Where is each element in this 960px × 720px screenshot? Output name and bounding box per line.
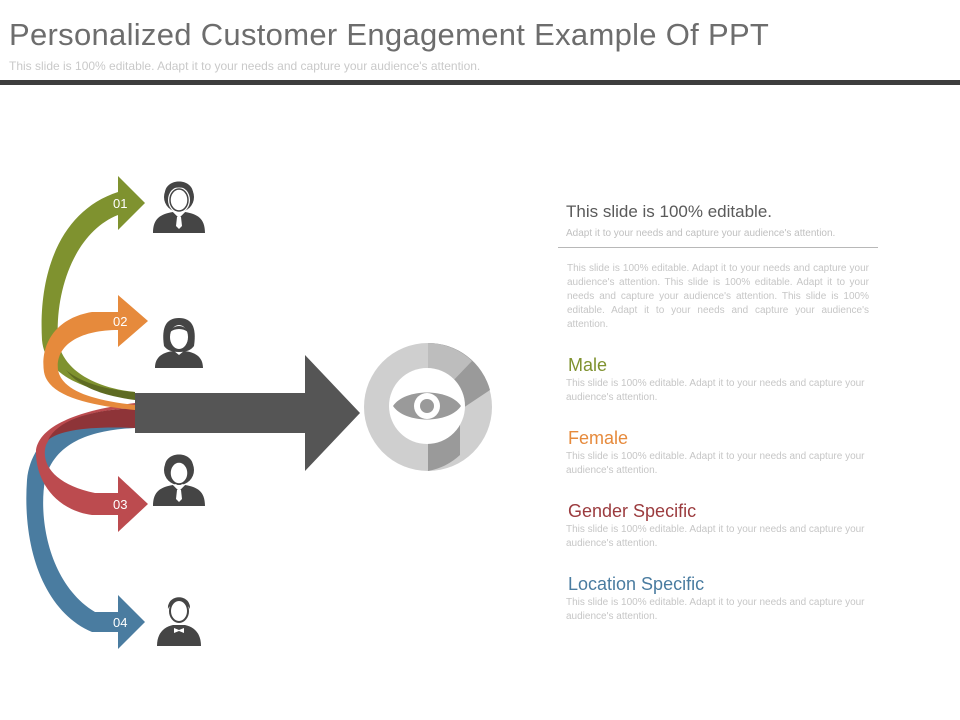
woman-icon (155, 318, 203, 368)
item-text: This slide is 100% editable. Adapt it to… (566, 378, 865, 403)
page-subtitle: This slide is 100% editable. Adapt it to… (9, 59, 481, 73)
curved-arrow-04 (26, 408, 145, 649)
panel-title: This slide is 100% editable. (566, 202, 773, 221)
item-female: Female This slide is 100% editable. Adap… (566, 428, 911, 478)
item-text: This slide is 100% editable. Adapt it to… (566, 524, 865, 549)
page-title: Personalized Customer Engagement Example… (9, 17, 770, 52)
item-gender-specific: Gender Specific This slide is 100% edita… (566, 501, 911, 551)
step-number-03: 03 (113, 497, 127, 512)
target-circle (364, 342, 492, 471)
step-number-04: 04 (113, 615, 127, 630)
item-title: Female (568, 428, 629, 448)
step-number-02: 02 (113, 314, 127, 329)
item-title: Male (568, 355, 608, 375)
item-text: This slide is 100% editable. Adapt it to… (566, 451, 865, 476)
panel-divider (558, 247, 878, 248)
curved-arrow-02 (43, 295, 149, 410)
panel-body-text: This slide is 100% editable. Adapt it to… (567, 263, 869, 330)
item-title: Gender Specific (568, 501, 697, 521)
man-with-tie-icon (153, 454, 205, 506)
curved-arrow-03 (35, 403, 148, 532)
header-divider (0, 80, 960, 85)
curved-arrow-01 (41, 176, 145, 400)
item-location-specific: Location Specific This slide is 100% edi… (566, 574, 911, 624)
step-number-01: 01 (113, 196, 127, 211)
eye-icon (389, 368, 465, 444)
man-with-bowtie-icon (157, 597, 201, 646)
panel-subtitle: Adapt it to your needs and capture your … (566, 228, 836, 239)
item-male: Male This slide is 100% editable. Adapt … (566, 355, 911, 405)
main-arrow (135, 355, 360, 471)
item-text: This slide is 100% editable. Adapt it to… (566, 597, 865, 622)
item-title: Location Specific (568, 574, 705, 594)
man-with-tie-icon (153, 181, 205, 233)
